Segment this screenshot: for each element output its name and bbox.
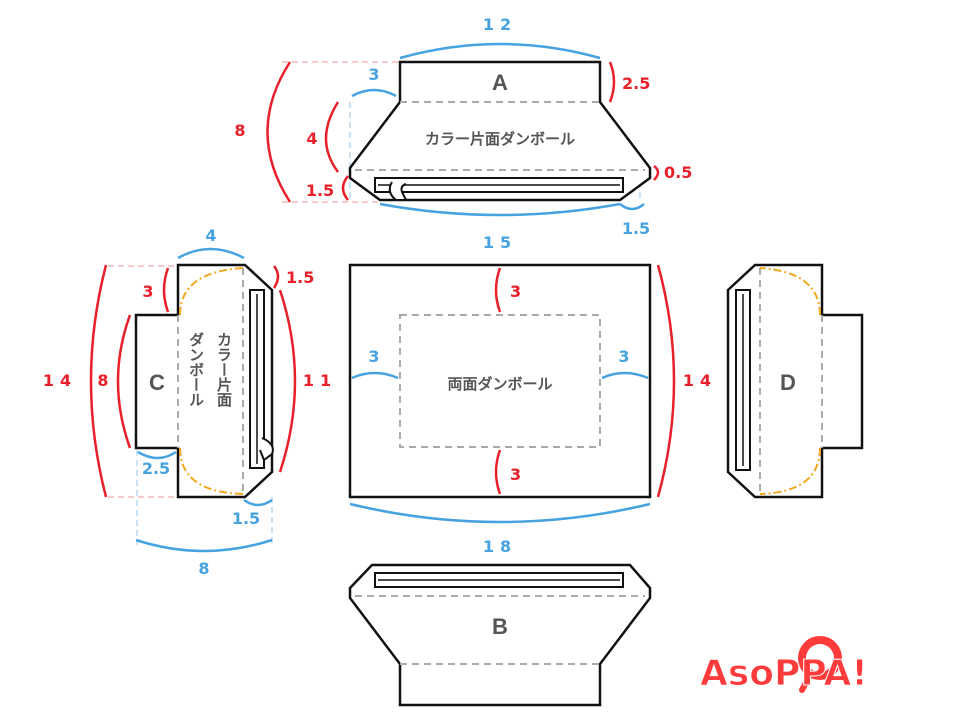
piece-c-letter: C	[149, 370, 165, 395]
dim-arc-c-total	[89, 264, 108, 498]
dim-arc-a-edge	[653, 165, 660, 181]
piece-a-tab-curl	[388, 181, 408, 201]
piece-d-curve-bottom	[759, 447, 821, 495]
dim-arc-base-bottom	[494, 449, 502, 495]
piece-c-curve-top	[179, 267, 244, 316]
dim-a-tab: 1.5	[306, 181, 334, 200]
piece-d-letter: D	[780, 370, 796, 395]
dim-arc-a-top	[608, 61, 616, 103]
dim-c-total: 14	[43, 371, 77, 390]
dim-c-inner: 11	[303, 371, 337, 390]
dim-base-height: 14	[683, 371, 717, 390]
dim-base-full-width: 18	[483, 537, 517, 556]
piece-base-fold	[399, 314, 601, 448]
dim-arc-c-inner	[278, 289, 297, 473]
dim-a-corner: 1.5	[622, 219, 650, 238]
dim-arc-c-corner	[272, 265, 280, 289]
dim-arc-base-height	[656, 264, 676, 498]
dim-arc-base-right	[601, 371, 649, 380]
dim-c-notch: 3	[142, 282, 153, 301]
piece-c-outline	[134, 263, 274, 499]
dim-arc-c-tab	[137, 450, 177, 460]
dim-a-body: 4	[306, 129, 317, 148]
dim-arc-c-notch	[162, 267, 170, 313]
piece-a: A カラー片面ダンボール 12 3 2.5 8 4 1.5 0.5 1.5	[234, 15, 692, 238]
piece-c-label-col1: カラー片面	[215, 332, 233, 408]
piece-c-label-col2: ダンボール	[187, 331, 205, 407]
piece-a-outline	[348, 60, 652, 202]
piece-b-letter: B	[492, 614, 508, 639]
dim-a-width: 12	[483, 15, 517, 34]
dim-arc-base-top	[494, 267, 502, 313]
dim-c-width: 4	[205, 226, 216, 245]
dim-arc-a-width	[399, 42, 601, 60]
piece-b: B	[348, 563, 652, 707]
dim-arc-c-width	[177, 247, 245, 260]
dim-arc-a-corner	[619, 203, 645, 211]
dim-a-side: 3	[368, 65, 379, 84]
piece-a-letter: A	[492, 70, 508, 95]
piece-c: C カラー片面 ダンボール 4 3 1.5 14 8 11 2.5 1.5 8	[43, 226, 337, 578]
dim-arc-a-total	[266, 61, 292, 203]
dim-base-right: 3	[618, 347, 629, 366]
dim-arc-a-side	[351, 88, 397, 98]
dim-c-tab: 2.5	[142, 459, 170, 478]
dim-base-width: 15	[483, 233, 517, 252]
dim-a-top: 2.5	[622, 74, 650, 93]
piece-c-tab-curl	[259, 437, 274, 462]
dim-base-bottom: 3	[510, 465, 521, 484]
dim-arc-base-left	[351, 371, 399, 380]
dim-a-total: 8	[234, 121, 245, 140]
dim-arc-a-body	[324, 101, 340, 173]
piece-a-label: カラー片面ダンボール	[425, 130, 575, 148]
dim-a-edge: 0.5	[664, 163, 692, 182]
dim-base-left: 3	[368, 347, 379, 366]
dim-c-mid: 8	[97, 371, 108, 390]
logo-eye-icon	[710, 652, 718, 660]
dim-arc-c-full	[135, 538, 273, 553]
dim-c-full-width: 8	[198, 559, 209, 578]
dim-arc-a-tab	[341, 175, 349, 201]
dim-arc-c-bottom-corner	[243, 498, 273, 507]
logo-text: AsoPPA!	[700, 653, 868, 694]
dim-c-bottom-corner: 1.5	[232, 509, 260, 528]
dim-c-corner: 1.5	[286, 268, 314, 287]
piece-d-curve-top	[759, 267, 821, 316]
piece-c-curve-bottom	[179, 447, 244, 495]
dim-base-top: 3	[510, 282, 521, 301]
piece-base-label: 両面ダンボール	[447, 375, 552, 393]
asoppa-logo: AsoPPA!	[700, 636, 868, 695]
piece-base: 両面ダンボール 15 3 3 3 3 14 18	[348, 233, 717, 556]
piece-b-outline	[348, 563, 652, 707]
dim-arc-c-mid	[116, 314, 132, 449]
dim-arc-a-bottom	[379, 202, 621, 217]
piece-d: D	[726, 263, 864, 499]
dim-arc-base-full	[349, 502, 651, 524]
